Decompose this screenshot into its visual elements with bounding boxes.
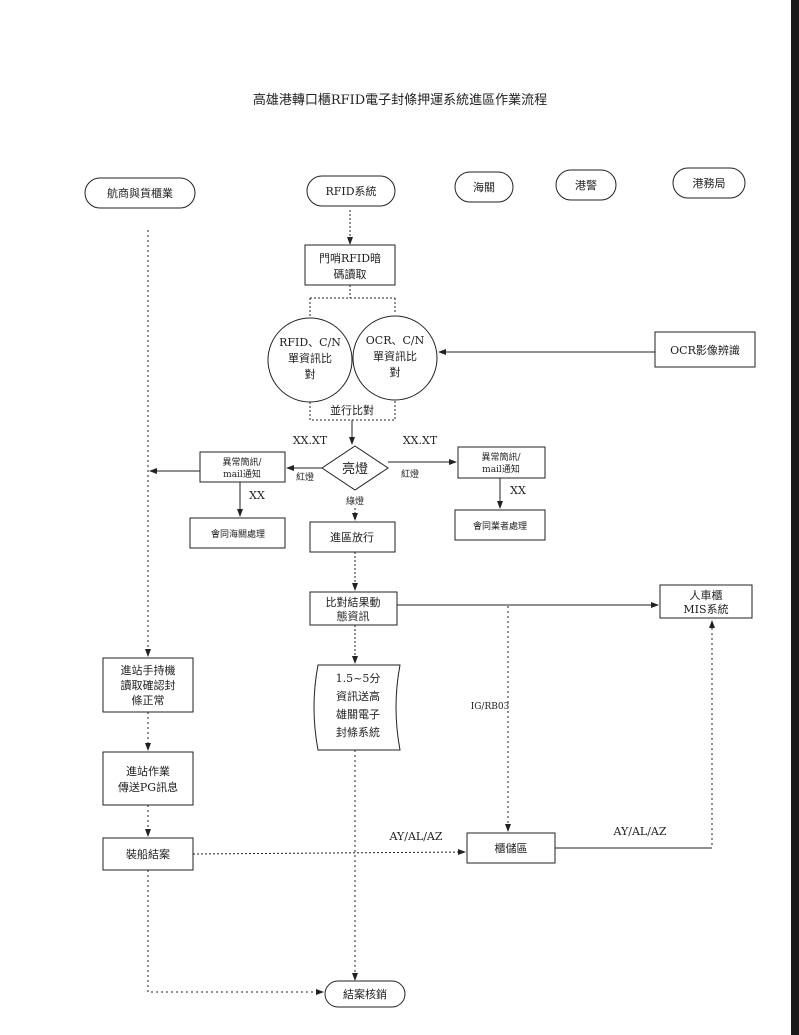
node-text: 會同業者處理 [473, 520, 527, 532]
alert-right-box [457, 446, 546, 479]
lane-label: 航商與貨櫃業 [107, 186, 173, 200]
node-text: 資訊送高 [336, 689, 380, 703]
lane-rfid [306, 175, 396, 207]
edge-label: XX [510, 484, 526, 497]
lane-label: RFID系統 [325, 184, 376, 198]
lane-shipping [84, 177, 196, 209]
operator-handle-box [454, 509, 546, 541]
node-text: 讀取確認封 [121, 678, 176, 692]
node-text: OCR、C/N [366, 334, 425, 347]
edge-label: 紅燈 [401, 468, 419, 480]
node-text: 並行比對 [330, 403, 374, 417]
node-text: 1.5~5分 [336, 672, 381, 685]
close-out-terminal [324, 980, 406, 1008]
lane-label: 港警 [575, 178, 597, 192]
edge-label: IG/RB03 [471, 702, 510, 712]
lane-port [672, 167, 746, 199]
lane-label: 海關 [473, 180, 495, 194]
page-title: 高雄港轉口櫃RFID電子封條押運系統進區作業流程 [253, 92, 547, 108]
node-text: 門哨RFID暗 [319, 251, 381, 265]
node-text: 人車櫃 [690, 588, 723, 602]
node-text: 異常簡訊/ [222, 456, 262, 468]
edge-label: XX [249, 489, 265, 502]
node-text: mail通知 [223, 468, 261, 480]
mis-box [659, 584, 753, 619]
ocr-box [654, 331, 756, 368]
node-text: 態資訊 [337, 609, 370, 623]
release-box [309, 521, 396, 553]
node-text: 單資訊比 [288, 351, 332, 365]
lane-police [555, 169, 617, 201]
node-text: RFID、C/N [279, 336, 341, 349]
customs-handle-box [189, 517, 286, 549]
send-info-document [313, 664, 401, 751]
scan-border [791, 0, 799, 1035]
edge-label: AY/AL/AZ [388, 830, 442, 843]
edge-label: XX.XT [403, 434, 438, 447]
node-text: OCR影像辨識 [670, 343, 740, 357]
ocr-compare-circle [352, 315, 438, 401]
node-text: mail通知 [482, 463, 520, 475]
node-text: 會同海關處理 [211, 528, 265, 540]
station-op-box [102, 751, 194, 806]
lane-customs [454, 171, 514, 203]
node-text: 異常簡訊/ [481, 451, 521, 463]
node-text: 條正常 [132, 693, 165, 707]
node-text: 櫃儲區 [495, 841, 528, 855]
node-text: 封條系統 [336, 725, 380, 739]
lane-label: 港務局 [693, 176, 726, 190]
node-text: 結案核銷 [343, 987, 387, 1001]
node-text: 裝船結案 [126, 847, 170, 861]
node-text: 比對結果動 [326, 595, 381, 609]
node-text: 單資訊比 [373, 349, 417, 363]
light-diamond [321, 445, 389, 491]
node-text: 傳送PG訊息 [118, 780, 178, 794]
node-text: 對 [305, 367, 316, 381]
storage-box [466, 832, 556, 864]
node-text: 雄關電子 [336, 707, 380, 721]
edge-label: 綠燈 [346, 495, 364, 507]
edge-label: XX.XT [293, 434, 328, 447]
edge-label: AY/AL/AZ [612, 825, 666, 838]
node-text: MIS系統 [683, 602, 728, 616]
alert-left-box [199, 451, 286, 483]
node-text: 亮燈 [342, 461, 368, 477]
node-text: 進站手持機 [121, 663, 176, 677]
node-text: 對 [390, 365, 401, 379]
dynamic-info-box [309, 591, 398, 626]
edge-label: 紅燈 [296, 471, 314, 483]
node-text: 進區放行 [330, 530, 374, 544]
node-text: 進站作業 [126, 764, 170, 778]
node-text: 碼讀取 [334, 267, 367, 281]
